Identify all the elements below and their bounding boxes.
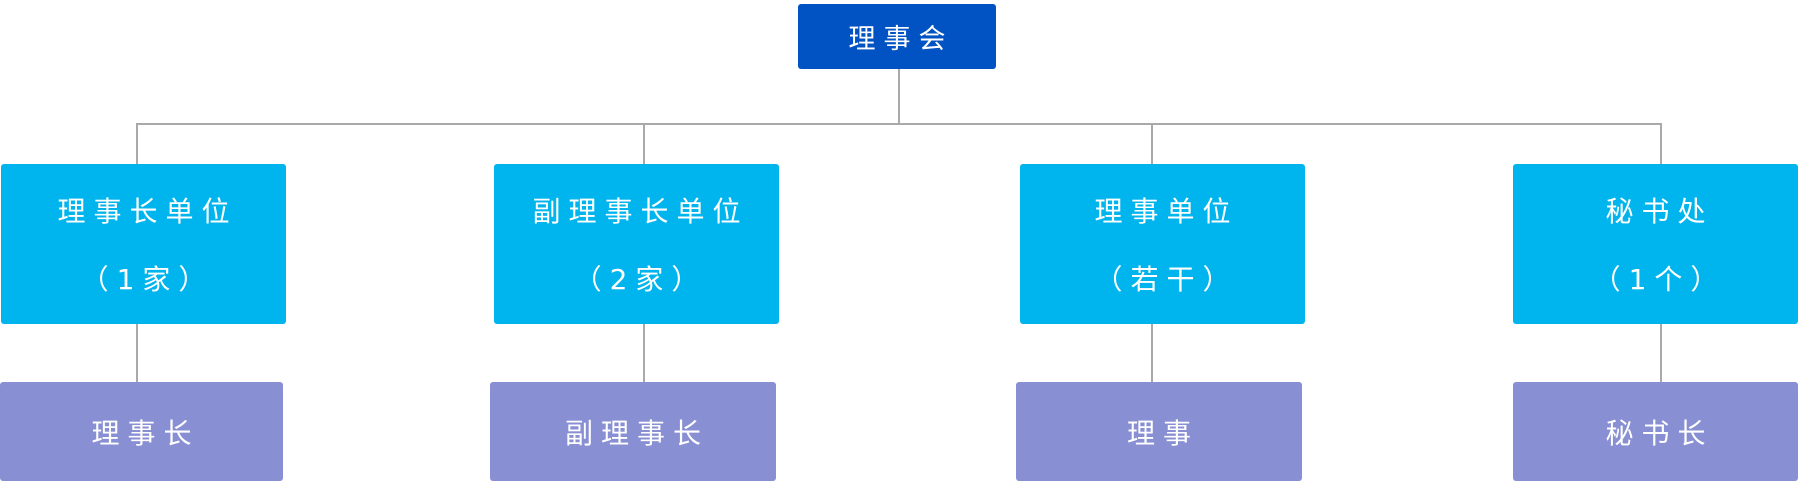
unit-node-secretariat: 秘书处 （1个） [1513,164,1798,324]
connector-horizontal [136,123,1662,125]
unit-node-chairman-unit: 理事长单位 （1家） [1,164,286,324]
root-node-label: 理事会 [848,24,954,55]
connector-unit-3-down [1151,324,1153,382]
role-node-label: 理事长 [91,416,200,450]
connector-unit-1-up [136,123,138,164]
unit-node-count: （2家） [573,263,708,296]
role-node-secretary-general: 秘书长 [1513,382,1798,481]
unit-node-name: 副理事长单位 [532,195,749,228]
root-node-council: 理事会 [798,4,996,69]
unit-node-count: （若干） [1094,263,1239,296]
unit-node-count: （1个） [1592,263,1727,296]
unit-node-name: 秘书处 [1605,195,1714,228]
connector-unit-3-up [1151,123,1153,164]
connector-unit-4-down [1660,324,1662,382]
role-node-chairman: 理事长 [0,382,283,481]
unit-node-vice-chairman-unit: 副理事长单位 （2家） [494,164,779,324]
connector-root-down [898,69,900,124]
connector-unit-4-up [1660,123,1662,164]
unit-node-name: 理事单位 [1094,195,1239,228]
connector-unit-2-down [643,324,645,382]
role-node-label: 理事 [1126,416,1199,450]
role-node-vice-chairman: 副理事长 [490,382,776,481]
role-node-label: 秘书长 [1605,416,1714,450]
connector-unit-2-up [643,123,645,164]
unit-node-director-unit: 理事单位 （若干） [1020,164,1305,324]
role-node-label: 副理事长 [564,416,709,450]
connector-unit-1-down [136,324,138,382]
unit-node-count: （1家） [80,263,215,296]
role-node-director: 理事 [1016,382,1302,481]
unit-node-name: 理事长单位 [57,195,238,228]
